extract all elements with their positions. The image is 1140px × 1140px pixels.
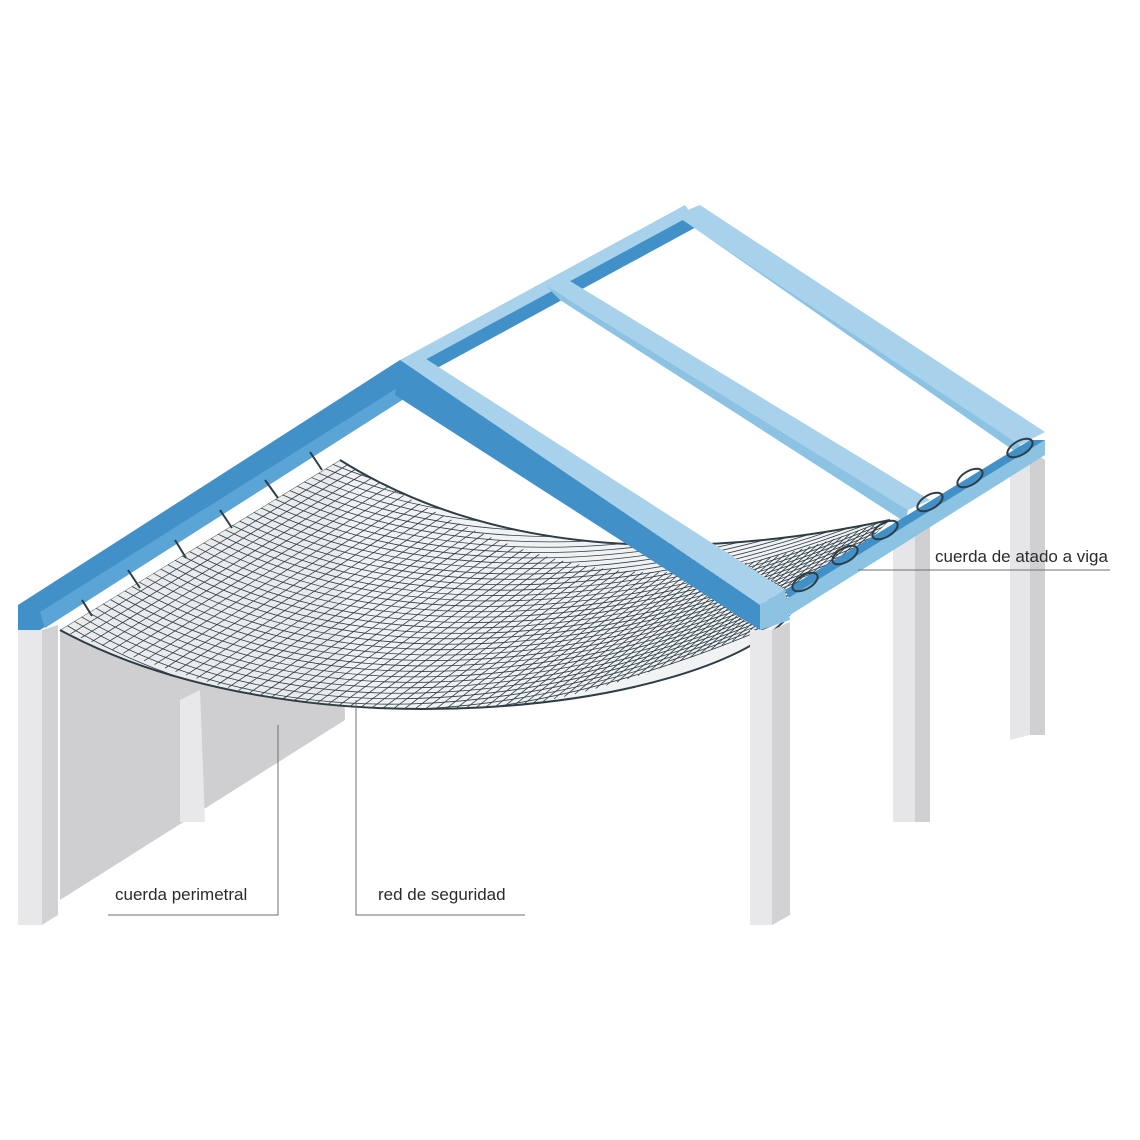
beam-front-left bbox=[18, 360, 415, 630]
net-mesh-line bbox=[417, 569, 612, 709]
label-beam-tie-rope: cuerda de atado a viga bbox=[935, 547, 1109, 566]
net-mesh-line bbox=[88, 596, 814, 694]
net-mesh-line bbox=[60, 460, 341, 631]
net-mesh-line bbox=[80, 468, 357, 639]
beam-tie-ropes-left bbox=[81, 451, 323, 617]
net-mesh-line bbox=[210, 495, 890, 602]
net-mesh-line bbox=[101, 477, 373, 647]
net-mesh-line bbox=[364, 562, 572, 709]
net-mesh-line bbox=[164, 503, 420, 669]
column-middle-left bbox=[180, 690, 205, 822]
net-mesh-line bbox=[196, 507, 890, 613]
beam-cross-far bbox=[675, 205, 1045, 455]
beam-tie-ropes-right bbox=[791, 437, 1034, 593]
net-mesh-line bbox=[532, 569, 699, 704]
net-mesh-line bbox=[217, 523, 460, 685]
net-mesh-line bbox=[553, 567, 715, 700]
net-mesh-line bbox=[259, 537, 492, 697]
net-mesh-line bbox=[91, 473, 365, 643]
net-mesh-line bbox=[269, 540, 500, 699]
net-mesh-line bbox=[511, 571, 684, 708]
net-mesh-line bbox=[301, 548, 524, 705]
net-mesh-line bbox=[343, 558, 556, 709]
net-mesh-line bbox=[102, 584, 829, 683]
net-mesh-line bbox=[133, 490, 397, 658]
net-mesh-line bbox=[181, 519, 890, 623]
net-mesh-line bbox=[185, 511, 436, 676]
net-mesh-line bbox=[438, 570, 628, 709]
net-mesh-line bbox=[203, 501, 890, 607]
net-mesh-line bbox=[227, 526, 468, 688]
net-mesh-line bbox=[117, 572, 843, 672]
net-mesh-line bbox=[501, 571, 676, 709]
net-mesh-line bbox=[112, 482, 381, 650]
net-mesh-line bbox=[385, 565, 588, 709]
net-mesh-line bbox=[427, 570, 620, 709]
net-mesh-line bbox=[374, 564, 580, 709]
beam-cross-middle bbox=[545, 278, 930, 522]
column-middle-right bbox=[893, 514, 930, 822]
column-front-right bbox=[750, 622, 790, 925]
label-safety-net: red de seguridad bbox=[378, 885, 506, 904]
net-mesh-line bbox=[406, 568, 604, 709]
leader-lines bbox=[108, 569, 1110, 916]
net-mesh-line bbox=[95, 590, 822, 689]
net-mesh-line bbox=[70, 464, 349, 635]
net-mesh-line bbox=[543, 568, 707, 702]
column-far-right bbox=[1010, 450, 1045, 740]
safety-net bbox=[59, 459, 891, 710]
net-mesh-line bbox=[459, 571, 644, 709]
net-mesh-line bbox=[490, 571, 668, 709]
net-mesh-line bbox=[154, 499, 412, 665]
net-mesh-line bbox=[280, 543, 508, 701]
net-mesh-line bbox=[217, 489, 890, 596]
net-mesh-line bbox=[658, 550, 795, 669]
perimeter-rope-top bbox=[339, 459, 891, 546]
column-front-left bbox=[18, 625, 58, 925]
net-mesh-line bbox=[332, 556, 548, 709]
net-mesh-line bbox=[522, 570, 691, 706]
perimeter-rope bbox=[59, 619, 786, 710]
net-mesh-line bbox=[448, 571, 636, 709]
net-mesh-line bbox=[469, 571, 652, 709]
net-mesh-line bbox=[238, 530, 476, 691]
net-mesh-line bbox=[480, 571, 660, 709]
net-mesh-line bbox=[174, 525, 890, 629]
net-mesh-line bbox=[175, 507, 428, 672]
label-perimeter-rope: cuerda perimetral bbox=[115, 885, 247, 904]
beam-cross-front bbox=[395, 355, 790, 630]
net-mesh-line bbox=[143, 495, 404, 662]
net-mesh-line bbox=[395, 566, 596, 709]
net-mesh-line bbox=[122, 486, 389, 654]
net-mesh-line bbox=[311, 551, 532, 707]
beam-back-left bbox=[400, 205, 700, 380]
net-mesh-line bbox=[290, 546, 516, 703]
net-mesh-line bbox=[248, 533, 484, 694]
net-mesh-line bbox=[189, 513, 890, 618]
net-mesh-line bbox=[110, 578, 836, 678]
net-mesh-line bbox=[196, 515, 444, 679]
net-mesh-line bbox=[322, 554, 540, 709]
net-mesh-line bbox=[353, 560, 564, 709]
net-mesh-line bbox=[648, 553, 787, 673]
net-mesh-line bbox=[206, 519, 452, 682]
